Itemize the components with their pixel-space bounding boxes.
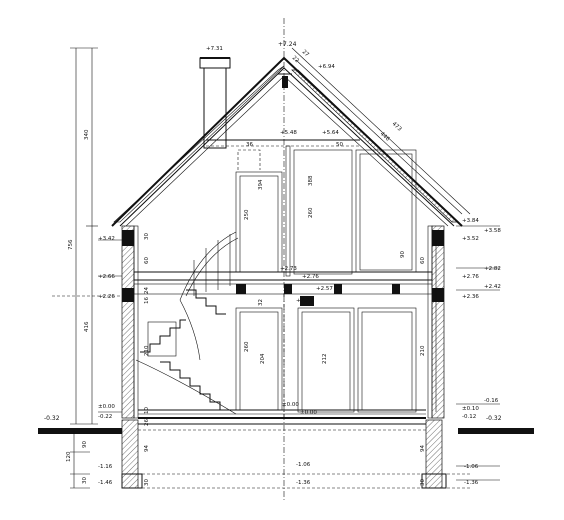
level-found-left-1: -1.16	[98, 464, 113, 470]
dim-roof-446: 446	[379, 131, 391, 143]
level-found-right-2: -1.36	[464, 480, 479, 486]
dim-gf-210: 210	[144, 345, 150, 356]
dim-slab-24: 24	[144, 287, 150, 294]
dim-attic-260: 260	[308, 207, 314, 218]
dim-lower-height: 416	[84, 321, 90, 332]
level-ridge: +7.24	[278, 41, 297, 48]
dim-attic-50: 50	[336, 142, 343, 148]
dim-roof-22: 22	[291, 55, 300, 64]
level-terrain-left: -0.32	[44, 415, 60, 422]
dim-roof-473: 473	[391, 121, 403, 133]
level-ground-mid: ±0.00	[300, 410, 317, 416]
level-left-266: +2.66	[98, 274, 115, 280]
level-floor1-b: +2.76	[462, 274, 479, 280]
level-eave-right-mid: +3.58	[484, 228, 501, 234]
dim-upper-height: 340	[84, 129, 90, 140]
dim-gf-260: 260	[244, 341, 250, 352]
dim-base-30: 30	[144, 479, 150, 486]
chimney	[199, 57, 231, 149]
level-terrain-right-in: -0.16	[484, 398, 499, 404]
dim-gf-210-right: 210	[420, 345, 426, 356]
level-right-242: +2.42	[484, 284, 501, 290]
level-terrain-right-in2: -0.12	[462, 414, 476, 420]
attic-ceiling	[206, 139, 417, 277]
level-right-236: +2.36	[462, 294, 479, 300]
level-right-257: +2.57	[316, 286, 333, 292]
level-found-right-1: -1.06	[464, 464, 479, 470]
dim-wall-30: 30	[144, 233, 150, 240]
dim-base-26: 26	[144, 419, 150, 426]
external-walls	[121, 225, 445, 419]
level-found-mid-2: -1.36	[296, 480, 311, 486]
staircase	[135, 231, 239, 415]
level-eave-left: +3.42	[98, 236, 115, 242]
level-ground-right: ±0.10	[462, 406, 479, 412]
foundation	[121, 417, 470, 489]
dim-attic-394: 394	[258, 179, 264, 190]
dimension-labels: 756 340 416 120 90 30 473 446 27 22 50 3…	[66, 49, 426, 486]
dim-total-height: 756	[68, 239, 74, 250]
level-eave-right-top: +3.84	[462, 218, 479, 224]
dim-gf-204: 204	[260, 353, 266, 364]
level-floor1-right: +2.82	[484, 266, 501, 272]
dim-found-30: 30	[82, 477, 88, 484]
dim-wall-60-right: 60	[420, 257, 426, 264]
dim-attic-388: 388	[308, 175, 314, 186]
dim-slab-32: 32	[258, 299, 264, 306]
level-ridge-inner: +6.94	[318, 64, 335, 70]
dim-gf-212: 212	[322, 354, 328, 365]
dim-found-120: 120	[66, 451, 72, 462]
dim-roof-27: 27	[301, 49, 311, 59]
roof	[111, 56, 463, 227]
left-dimension-chain	[70, 47, 122, 489]
roof-dimension	[291, 47, 471, 215]
dim-base-94: 94	[144, 445, 150, 452]
dim-base-30-right: 30	[420, 479, 426, 486]
level-attic-floor: +5.48	[280, 130, 297, 136]
level-eave-right-low: +3.52	[462, 236, 479, 242]
dim-attic-36: 36	[246, 142, 253, 148]
level-terrain-right: -0.32	[486, 415, 502, 422]
level-ground-left: ±0.00	[98, 404, 115, 410]
level-found-mid-1: -1.06	[296, 462, 311, 468]
dim-found-90: 90	[82, 441, 88, 448]
level-terrain-left-in: -0.22	[98, 414, 112, 420]
level-floor1-top: +2.73	[280, 266, 297, 272]
level-ground-zero: ±0.00	[282, 402, 299, 408]
dim-gf-10: 10	[144, 407, 150, 414]
ground-slab	[138, 409, 426, 415]
terrain-line	[38, 428, 534, 434]
right-dimension-chain	[435, 225, 500, 481]
level-left-226: +2.26	[98, 294, 115, 300]
axis-lines	[52, 18, 285, 500]
level-ceiling-228: +2.28	[296, 298, 313, 304]
level-labels: +7.31 +7.24 +6.94 +5.48 +5.64 +3.84 +3.5…	[44, 41, 502, 486]
first-floor-slab	[133, 271, 433, 306]
dim-attic-250: 250	[244, 209, 250, 220]
level-chimney-top: +7.31	[206, 46, 223, 52]
dim-wall-60: 60	[144, 257, 150, 264]
dim-attic-90: 90	[400, 251, 406, 258]
level-found-left-2: -1.46	[98, 480, 113, 486]
level-attic-inner: +5.64	[322, 130, 339, 136]
dim-slab-16: 16	[144, 297, 150, 304]
dim-base-94-right: 94	[420, 445, 426, 452]
level-floor1-a: +2.76	[302, 274, 319, 280]
